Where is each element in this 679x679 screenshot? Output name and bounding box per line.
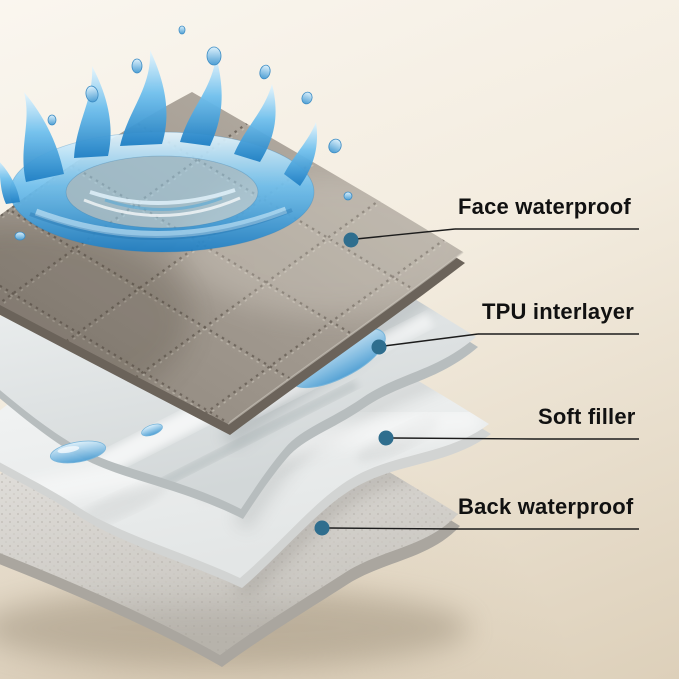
- callout-dots: [314, 232, 394, 536]
- callout-lines: [328, 228, 639, 530]
- water-splash: [0, 25, 353, 253]
- callout-connector-1: [355, 228, 456, 240]
- callout-dot-tpu-interlayer: [371, 339, 387, 355]
- callout-connector-3: [391, 437, 535, 440]
- splash-droplets: [14, 25, 353, 241]
- callout-label-face-waterproof: Face waterproof: [458, 194, 631, 219]
- callout-label-tpu-interlayer: TPU interlayer: [482, 299, 634, 324]
- callout-label-soft-filler: Soft filler: [538, 404, 636, 429]
- callout-dot-soft-filler: [378, 430, 394, 446]
- callout-connector-4: [328, 527, 456, 530]
- callout-connector-2: [383, 333, 479, 347]
- callout-dot-face-waterproof: [343, 232, 359, 248]
- splash-crown: [0, 50, 318, 204]
- callout-label-back-waterproof: Back waterproof: [458, 494, 634, 519]
- callout-dot-back-waterproof: [314, 520, 330, 536]
